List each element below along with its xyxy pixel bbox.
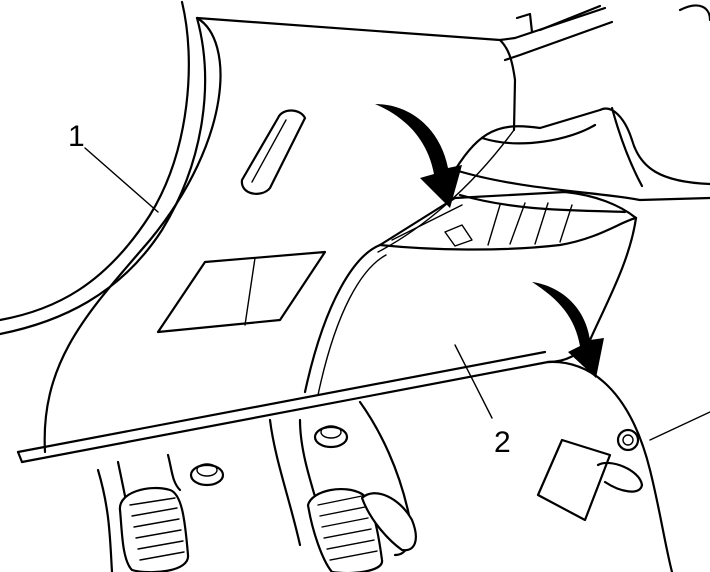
pedal-assembly — [96, 400, 417, 572]
side-panel-right — [536, 360, 710, 572]
lower-panel-2 — [303, 190, 638, 396]
callout-label-1: 1 — [68, 120, 85, 153]
a-pillar-edge — [0, 0, 207, 336]
side-trim-panel-1 — [43, 16, 515, 454]
leader-line-2 — [454, 344, 493, 419]
callout-2: 2 — [454, 344, 511, 459]
callout-label-2: 2 — [494, 426, 511, 459]
callout-1: 1 — [68, 120, 159, 213]
dashboard-top — [195, 4, 710, 132]
release-arrow-upper — [375, 104, 462, 208]
column-shroud — [453, 106, 710, 214]
leader-line-1 — [84, 147, 159, 213]
release-arrow-lower — [532, 282, 604, 378]
trim-edge-strip — [16, 350, 550, 464]
